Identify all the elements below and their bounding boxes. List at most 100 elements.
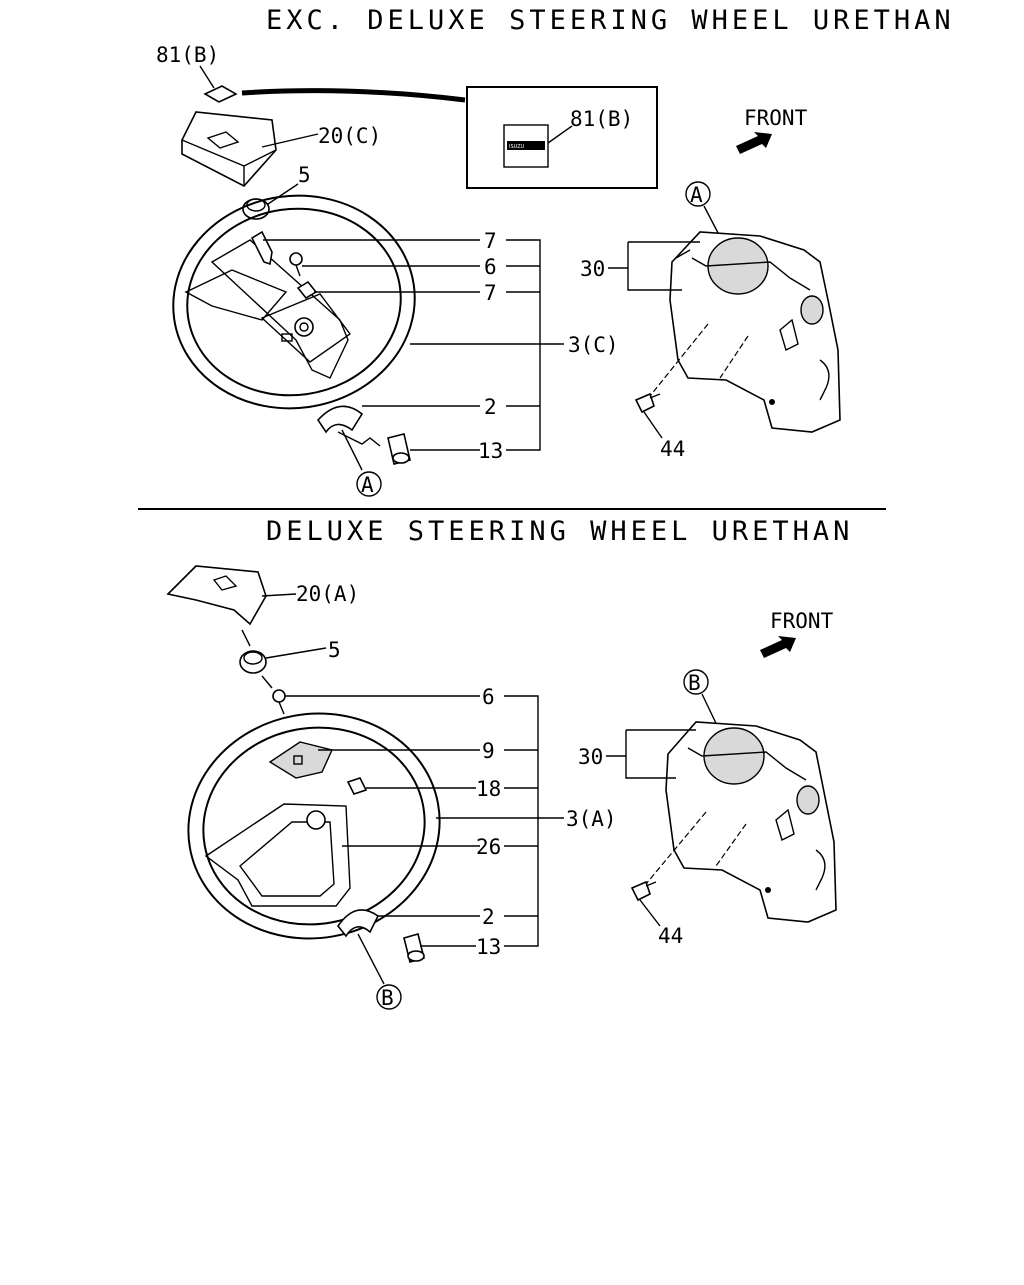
pad-26-outer bbox=[204, 803, 351, 907]
label-20c: 20(C) bbox=[318, 124, 381, 148]
marker-b-circle bbox=[683, 669, 709, 695]
leader-44-bottom bbox=[639, 899, 661, 927]
leader-marker-b bbox=[357, 933, 385, 985]
hub-slot bbox=[281, 333, 293, 342]
horn-pad-20c bbox=[181, 111, 277, 187]
hub-plate bbox=[260, 293, 351, 363]
clip-18 bbox=[346, 777, 368, 795]
emblem-connector bbox=[241, 88, 466, 103]
screw-44-bottom bbox=[630, 880, 651, 902]
screw-path-bottom bbox=[645, 811, 707, 885]
pad-26-hub bbox=[306, 810, 326, 830]
label-81b-top: 81(B) bbox=[156, 43, 219, 67]
column-cover-top-slot bbox=[779, 318, 799, 351]
marker-a-bottom: A bbox=[361, 473, 374, 497]
horn-pad-window bbox=[206, 131, 240, 149]
bottom-title: DELUXE STEERING WHEEL URETHAN bbox=[266, 516, 853, 547]
bracket-30-bottom bbox=[625, 729, 696, 779]
leader-81b-top bbox=[199, 65, 215, 89]
column-cover-bottom-edge bbox=[687, 747, 807, 781]
screw-6-shank bbox=[295, 264, 301, 277]
bracket-top bbox=[506, 239, 541, 451]
marker-a-circle bbox=[685, 181, 711, 207]
label-30-bottom: 30 bbox=[578, 745, 603, 769]
marker-a: A bbox=[690, 183, 703, 207]
plate-9-slot bbox=[293, 755, 303, 765]
front-arrow-icon bbox=[760, 636, 796, 658]
column-cover-top-side-hole bbox=[800, 295, 824, 325]
link-5-6 bbox=[261, 675, 273, 689]
leader-81b-box bbox=[547, 125, 573, 144]
marker-a-bottom-circle bbox=[356, 471, 382, 497]
screw-6-bottom-shank bbox=[278, 701, 285, 715]
pad-26-inner bbox=[239, 821, 335, 897]
label-26: 26 bbox=[476, 835, 501, 859]
label-3c: 3(C) bbox=[568, 333, 619, 357]
leader-5-bottom bbox=[265, 647, 327, 659]
spoke-left bbox=[184, 269, 288, 321]
label-2-bottom: 2 bbox=[482, 905, 495, 929]
label-44-bottom: 44 bbox=[658, 924, 683, 948]
column-cover-bottom-slot bbox=[775, 808, 795, 841]
clip-7-upper bbox=[250, 230, 273, 266]
column-cover-top-notch bbox=[819, 359, 830, 401]
ring-2-bottom bbox=[337, 909, 380, 938]
label-5-top: 5 bbox=[298, 163, 311, 187]
bracket-bottom bbox=[504, 695, 539, 947]
nut-5-bottom-inner bbox=[243, 651, 263, 665]
screw-6-bottom-head bbox=[272, 689, 286, 703]
emblem-detail-box bbox=[466, 86, 658, 189]
label-9: 9 bbox=[482, 739, 495, 763]
label-2-top: 2 bbox=[484, 395, 497, 419]
label-6-bottom: 6 bbox=[482, 685, 495, 709]
label-7b: 7 bbox=[484, 281, 497, 305]
column-cover-top-edge bbox=[691, 257, 811, 291]
leader-marker-a bbox=[341, 429, 363, 471]
horn-pad-20a bbox=[166, 565, 267, 626]
label-44-top: 44 bbox=[660, 437, 685, 461]
ring-2-top bbox=[316, 405, 364, 434]
bolt-13-bottom-head bbox=[407, 950, 425, 962]
marker-b-bottom-circle bbox=[376, 984, 402, 1010]
label-3a: 3(A) bbox=[566, 807, 617, 831]
marker-b-bottom: B bbox=[381, 986, 394, 1010]
top-section: EXC. DELUXE STEERING WHEEL URETHAN 81(B)… bbox=[156, 5, 955, 497]
column-cover-top-dot bbox=[769, 399, 775, 405]
steering-wheel-3c-inner bbox=[186, 207, 402, 397]
leader-20a bbox=[261, 593, 297, 597]
link-20a-5 bbox=[241, 629, 251, 647]
plate-9 bbox=[268, 741, 333, 779]
label-13-bottom: 13 bbox=[476, 935, 501, 959]
front-arrow-icon bbox=[736, 132, 772, 154]
screw-44-top bbox=[634, 392, 655, 414]
spoke-hub bbox=[210, 239, 349, 379]
leader-20c bbox=[261, 133, 319, 148]
label-18: 18 bbox=[476, 777, 501, 801]
zigzag-top bbox=[337, 431, 381, 447]
label-7a: 7 bbox=[484, 229, 497, 253]
front-label-top: FRONT bbox=[744, 106, 808, 130]
label-13-top: 13 bbox=[478, 439, 503, 463]
steering-wheel-3c-outer bbox=[172, 194, 416, 410]
steering-wheel-3a-inner bbox=[202, 726, 426, 926]
label-5-bottom: 5 bbox=[328, 638, 341, 662]
hub-center-inner bbox=[299, 322, 309, 332]
hub-center bbox=[294, 317, 314, 337]
column-cover-bottom-notch bbox=[815, 849, 826, 891]
bolt-13-top-head bbox=[392, 452, 410, 464]
bracket-30-top bbox=[627, 241, 700, 291]
steering-wheel-3a-outer bbox=[187, 712, 441, 940]
horn-pad-20a-window bbox=[212, 575, 238, 591]
screw-44-bottom-tip bbox=[645, 881, 657, 887]
bottom-section: DELUXE STEERING WHEEL URETHAN 20(A) 5 bbox=[166, 516, 853, 1010]
screw-6-head bbox=[289, 252, 303, 266]
emblem-logo-text: ISUZU bbox=[509, 144, 525, 150]
label-20a: 20(A) bbox=[296, 582, 359, 606]
column-cover-bottom-side-hole bbox=[796, 785, 820, 815]
leader-44-top bbox=[643, 411, 663, 439]
emblem-logo-bar bbox=[507, 141, 545, 150]
front-label-bottom: FRONT bbox=[770, 609, 834, 633]
top-title: EXC. DELUXE STEERING WHEEL URETHAN bbox=[266, 5, 955, 36]
